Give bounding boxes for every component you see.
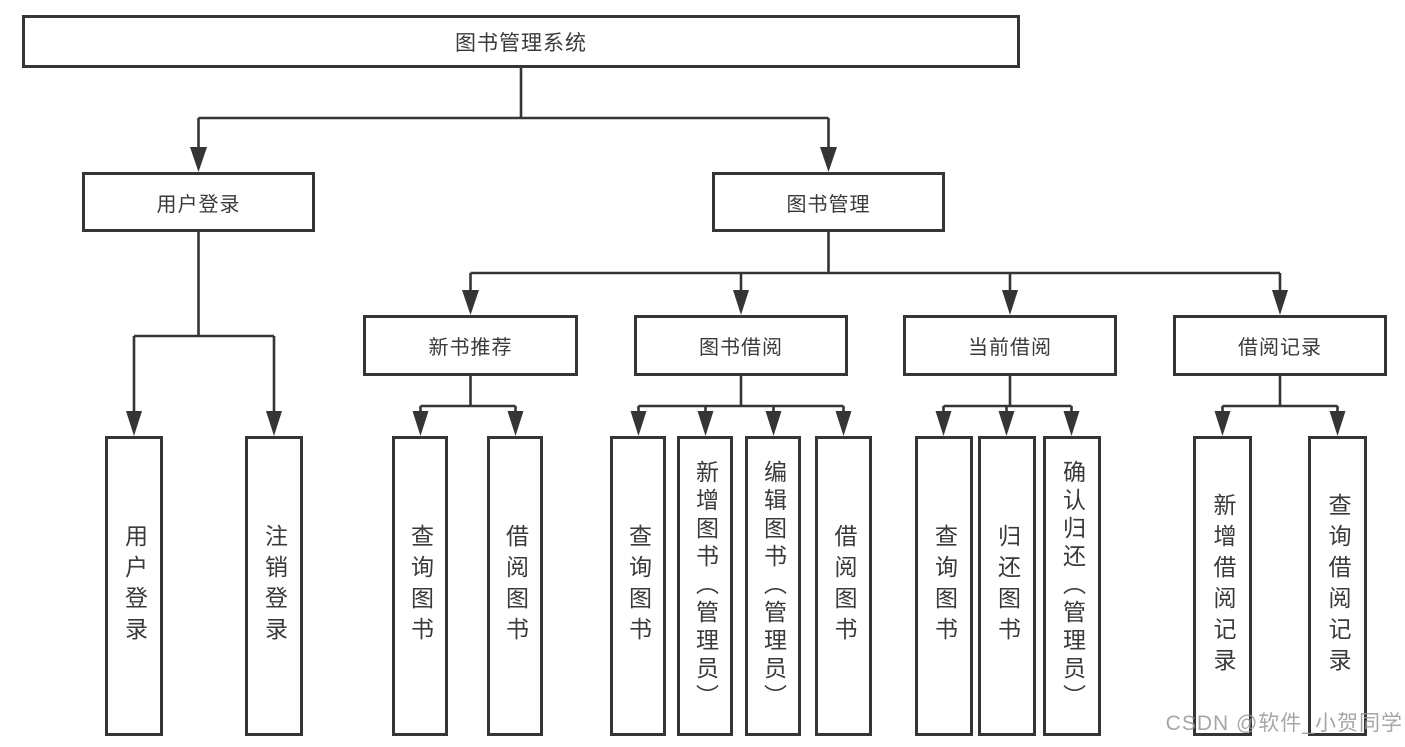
node-add-books-admin: 新增图书（管理员） xyxy=(677,436,733,736)
node-query-books-borrowing: 查询图书 xyxy=(610,436,666,736)
leaf-label: 查询借阅记录 xyxy=(1325,493,1351,679)
leaf-label: 查询图书 xyxy=(625,524,652,648)
arrowheads xyxy=(126,147,1346,436)
connector-new-book-rec-to-leaves xyxy=(419,376,517,414)
node-user-login-branch: 用户登录 xyxy=(82,172,315,232)
leaf-label: 新增借阅记录 xyxy=(1210,493,1236,679)
csdn-watermark: CSDN @软件_小贺同学 xyxy=(1165,712,1403,735)
node-logout: 注销登录 xyxy=(245,436,303,736)
node-return-books: 归还图书 xyxy=(978,436,1036,736)
node-current-borrowing: 当前借阅 xyxy=(903,315,1117,376)
leaf-label: 确认归还（管理员） xyxy=(1059,460,1086,712)
node-borrow-books-recommend: 借阅图书 xyxy=(487,436,543,736)
connector-book-mgmt-to-level3 xyxy=(469,232,1282,293)
node-new-book-recommendation: 新书推荐 xyxy=(363,315,578,376)
node-user-login-leaf: 用户登录 xyxy=(105,436,163,736)
node-query-books-current: 查询图书 xyxy=(915,436,973,736)
leaf-label: 新增图书（管理员） xyxy=(692,460,719,712)
connector-current-borrow-to-leaves xyxy=(942,376,1073,414)
node-edit-books-admin: 编辑图书（管理员） xyxy=(745,436,801,736)
node-borrow-books-borrowing: 借阅图书 xyxy=(815,436,872,736)
node-book-management-branch: 图书管理 xyxy=(712,172,945,232)
node-confirm-return-admin: 确认归还（管理员） xyxy=(1043,436,1101,736)
leaf-label: 注销登录 xyxy=(261,524,288,648)
connector-user-login-to-leaves xyxy=(132,232,276,414)
node-book-borrowing: 图书借阅 xyxy=(634,315,848,376)
leaf-label: 用户登录 xyxy=(121,524,148,648)
node-query-books-recommend: 查询图书 xyxy=(392,436,448,736)
node-query-borrow-record: 查询借阅记录 xyxy=(1308,436,1367,736)
connector-root-to-level2 xyxy=(197,68,830,150)
node-library-management-system: 图书管理系统 xyxy=(22,15,1020,68)
leaf-label: 查询图书 xyxy=(407,524,434,648)
node-add-borrow-record: 新增借阅记录 xyxy=(1193,436,1252,736)
leaf-label: 归还图书 xyxy=(994,524,1021,648)
node-borrowing-records: 借阅记录 xyxy=(1173,315,1387,376)
leaf-label: 借阅图书 xyxy=(502,524,529,648)
leaf-label: 查询图书 xyxy=(931,524,958,648)
connector-book-borrow-to-leaves xyxy=(637,376,845,414)
leaf-label: 编辑图书（管理员） xyxy=(760,460,787,712)
leaf-label: 借阅图书 xyxy=(831,524,857,648)
connector-borrow-records-to-leaves xyxy=(1221,376,1339,414)
